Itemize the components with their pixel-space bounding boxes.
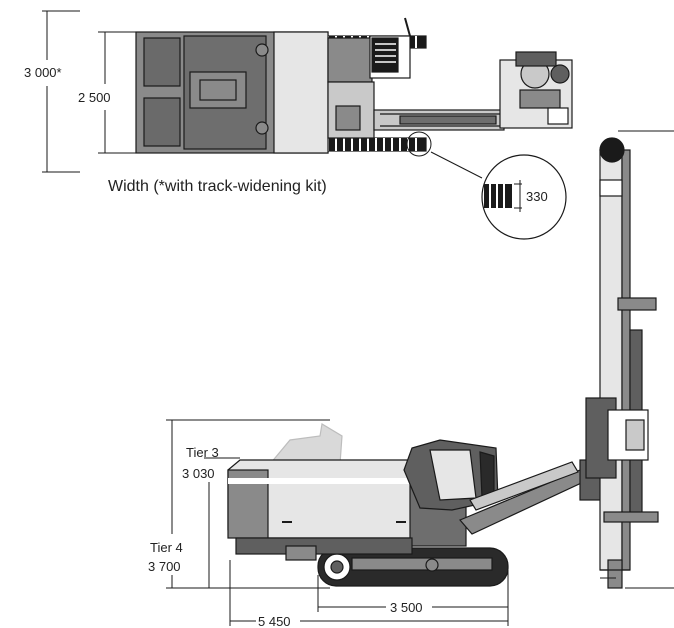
track-length-label: 3 500 — [390, 600, 423, 615]
reference-lines — [600, 130, 674, 589]
track-detail — [481, 154, 567, 240]
width-with-kit-label: 3 000* — [24, 65, 62, 80]
tier3-height: 3 030 — [182, 466, 215, 481]
top-view-dimensions — [42, 10, 136, 173]
track-width-label: 330 — [526, 189, 548, 204]
width-caption: Width (*with track-widening kit) — [108, 178, 327, 195]
top-view-machine — [135, 17, 573, 154]
width-standard-label: 2 500 — [78, 90, 111, 105]
tier4-label: Tier 4 — [150, 540, 183, 555]
tier3-label: Tier 3 — [186, 445, 219, 460]
height-dimensions — [166, 419, 509, 626]
track-callout — [406, 131, 483, 179]
tier4-height: 3 700 — [148, 559, 181, 574]
side-view-machine — [227, 137, 659, 589]
overall-length-label: 5 450 — [258, 614, 291, 628]
